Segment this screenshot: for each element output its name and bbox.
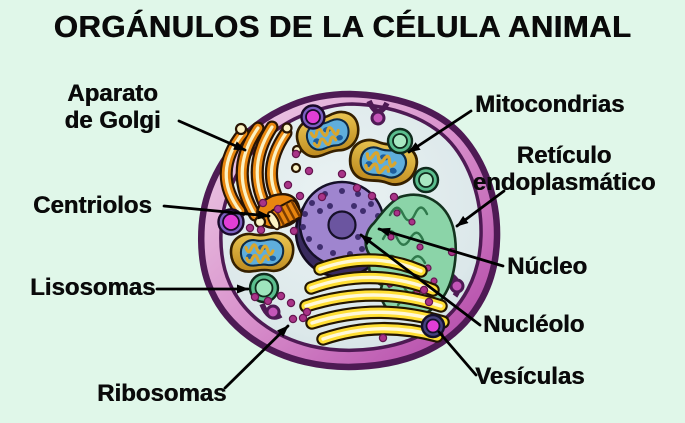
label-lysosomes: Lisosomas [30, 274, 156, 301]
label-centrioles: Centriolos [33, 192, 152, 219]
label-line: endoplasmático [472, 169, 656, 196]
pointer-nucleus [377, 227, 505, 268]
pointer-nucleolus [359, 233, 482, 327]
pointer-mitochondria [407, 109, 473, 154]
vesicle [217, 208, 245, 236]
vesicle [300, 104, 326, 130]
label-vesicles: Vesículas [475, 363, 585, 390]
label-line: Retículo [516, 142, 612, 169]
ribosome-dots [245, 149, 457, 343]
label-golgi: Aparato de Golgi [30, 80, 195, 134]
nucleolus [327, 210, 357, 240]
pointer-ribosomes [223, 324, 290, 390]
label-er: Retículo endoplasmático [448, 142, 680, 196]
lysosome [386, 127, 414, 155]
label-line: de Golgi [64, 107, 161, 134]
pointer-golgi [177, 119, 247, 152]
label-line: Aparato [67, 80, 158, 107]
pointer-centrioles [162, 204, 271, 220]
centriole [266, 199, 303, 231]
lysosome-target [248, 272, 280, 304]
label-ribosomes: Ribosomas [97, 380, 227, 407]
pointer-lines [155, 109, 506, 390]
mitochondrion-left [230, 231, 294, 274]
lysosome [412, 166, 440, 194]
label-mitochondria: Mitocondrias [475, 91, 625, 118]
pointer-er [455, 189, 506, 228]
label-nucleolus: Nucléolo [483, 311, 585, 338]
diagram-title: ORGÁNULOS DE LA CÉLULA ANIMAL [53, 9, 632, 44]
label-nucleus: Núcleo [507, 253, 588, 280]
pointer-vesicles [437, 330, 478, 377]
